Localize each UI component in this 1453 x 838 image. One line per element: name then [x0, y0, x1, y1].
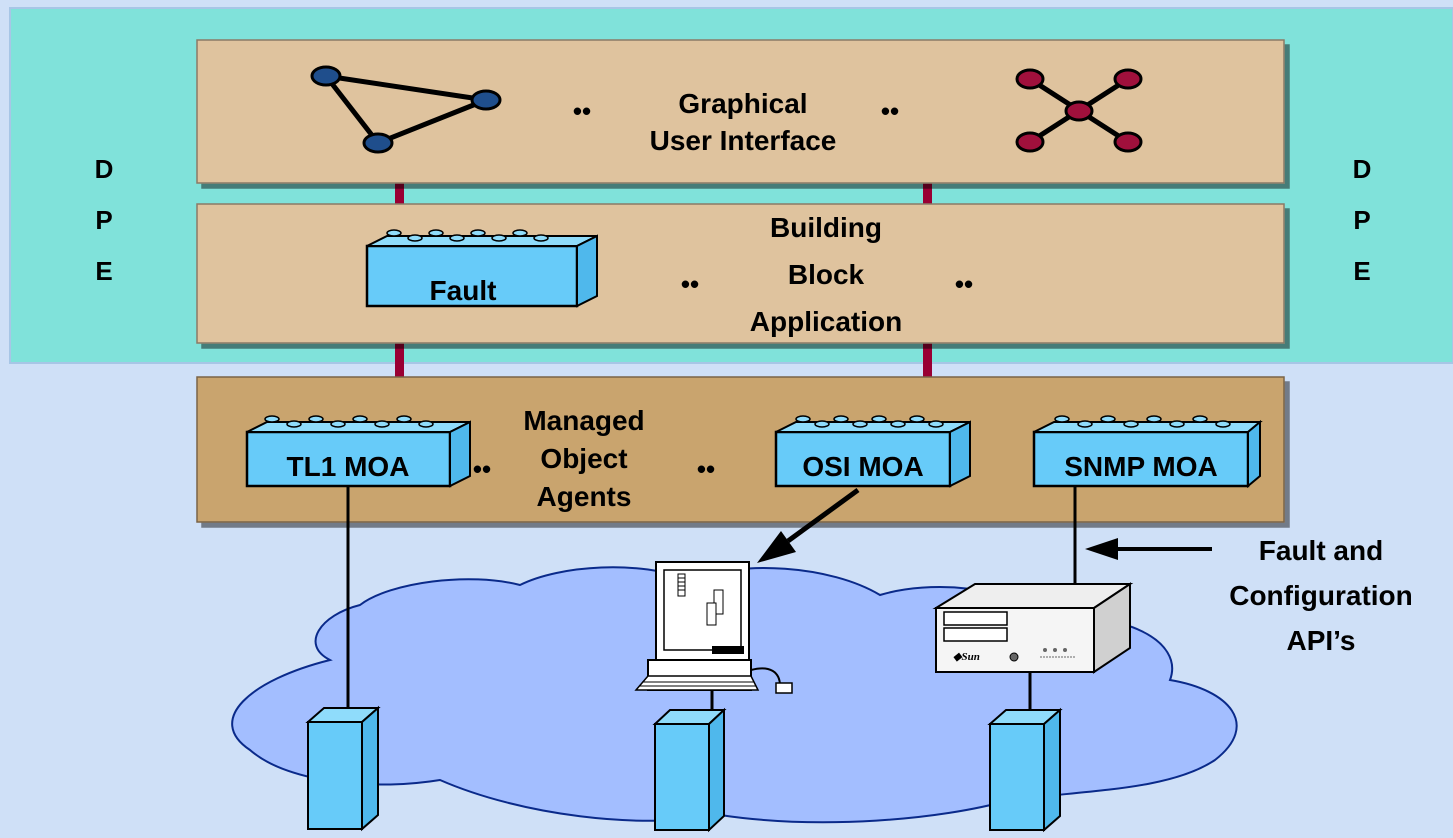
bba-title-line3: Application: [750, 306, 902, 337]
layer-connectors: [395, 182, 932, 379]
block-stud: [533, 234, 549, 242]
moa-title-line3: Agents: [537, 481, 632, 512]
gui-title-line1: Graphical: [678, 88, 807, 119]
block-stud: [512, 229, 528, 237]
moa-title-line2: Object: [540, 443, 627, 474]
gui-ellipsis-left: ••: [573, 96, 591, 126]
callout-line2: Configuration: [1229, 580, 1413, 611]
block-stud: [1077, 420, 1093, 428]
block-stud: [852, 420, 868, 428]
block-stud: [890, 420, 906, 428]
block-stud: [264, 415, 280, 423]
star-network-icon: [1015, 68, 1143, 153]
callout-line3: API’s: [1287, 625, 1356, 656]
connector-bba-moa-left: [395, 343, 404, 379]
callout-line1: Fault and: [1259, 535, 1383, 566]
connector-bba-moa-right: [923, 343, 932, 379]
fault-block-side: [576, 234, 598, 308]
block-stud: [833, 415, 849, 423]
block-stud: [470, 229, 486, 237]
block-stud: [330, 420, 346, 428]
dpe-right-letter-e: E: [1353, 256, 1370, 286]
block-stud: [1054, 415, 1070, 423]
callout-arrow: [1085, 538, 1212, 560]
block-stud: [374, 420, 390, 428]
block-stud: [352, 415, 368, 423]
building-block-layer: Fault Building Block Application •• ••: [196, 203, 1285, 344]
block-stud: [449, 234, 465, 242]
block-stud: [286, 420, 302, 428]
gui-ellipsis-right: ••: [881, 96, 899, 126]
block-stud: [814, 420, 830, 428]
network-element-left: [305, 705, 381, 832]
dpe-label-left: D P E: [95, 154, 114, 286]
dpe-left-letter-p: P: [95, 205, 112, 235]
gui-title-line2: User Interface: [650, 125, 837, 156]
block-stud: [1215, 420, 1231, 428]
block-stud: [795, 415, 811, 423]
gui-layer: Graphical User Interface •• ••: [196, 39, 1285, 184]
dpe-left-letter-e: E: [95, 256, 112, 286]
dpe-right-letter-d: D: [1353, 154, 1372, 184]
block-stud: [418, 420, 434, 428]
bba-ellipsis-right: ••: [955, 269, 973, 299]
network-element-center: [652, 707, 727, 833]
block-studs: [264, 229, 1231, 428]
sun-workstation-icon: ◆Sun: [932, 582, 1134, 674]
block-stud: [428, 229, 444, 237]
block-stud: [871, 415, 887, 423]
bba-title-line1: Building: [770, 212, 882, 243]
block-stud: [1123, 420, 1139, 428]
block-stud: [308, 415, 324, 423]
sun-logo: ◆Sun: [953, 651, 980, 663]
triangle-network-icon: [310, 65, 502, 154]
block-stud: [386, 229, 402, 237]
bba-layer-panel: [196, 203, 1285, 344]
dpe-right-letter-p: P: [1353, 205, 1370, 235]
fault-block-top: [366, 235, 598, 247]
fault-block-body: [365, 244, 579, 308]
osi-moa-block: OSI MOA: [774, 420, 971, 488]
osi-moa-label: OSI MOA: [802, 451, 923, 482]
moa-ellipsis-left: ••: [473, 454, 491, 484]
connector-gui-bba-left: [395, 182, 404, 206]
block-stud: [396, 415, 412, 423]
bba-title-line2: Block: [788, 259, 865, 290]
callout-text: Fault and Configuration API’s: [1229, 535, 1413, 656]
block-stud: [1192, 415, 1208, 423]
block-stud: [1169, 420, 1185, 428]
dpe-left-letter-d: D: [95, 154, 114, 184]
moa-ellipsis-right: ••: [697, 454, 715, 484]
tl1-moa-label: TL1 MOA: [287, 451, 410, 482]
moa-title-line1: Managed: [523, 405, 644, 436]
tl1-moa-block: TL1 MOA: [245, 420, 471, 488]
computer-terminal-icon: [634, 561, 793, 694]
block-stud: [1100, 415, 1116, 423]
connector-gui-bba-right: [923, 182, 932, 206]
osi-arrow: [757, 487, 860, 563]
snmp-moa-block: SNMP MOA: [1032, 419, 1263, 489]
snmp-moa-label: SNMP MOA: [1064, 451, 1218, 482]
block-stud: [491, 234, 507, 242]
network-element-right: [987, 707, 1063, 833]
fault-block-label: Fault: [430, 275, 497, 306]
block-stud: [407, 234, 423, 242]
dpe-label-right: D P E: [1353, 154, 1372, 286]
bba-ellipsis-left: ••: [681, 269, 699, 299]
moa-layer: Managed Object Agents •• •• TL1 MOA OSI …: [196, 376, 1285, 523]
block-stud: [1146, 415, 1162, 423]
block-stud: [928, 420, 944, 428]
gui-layer-panel: [196, 39, 1285, 184]
fault-block: Fault: [365, 234, 598, 308]
block-stud: [909, 415, 925, 423]
